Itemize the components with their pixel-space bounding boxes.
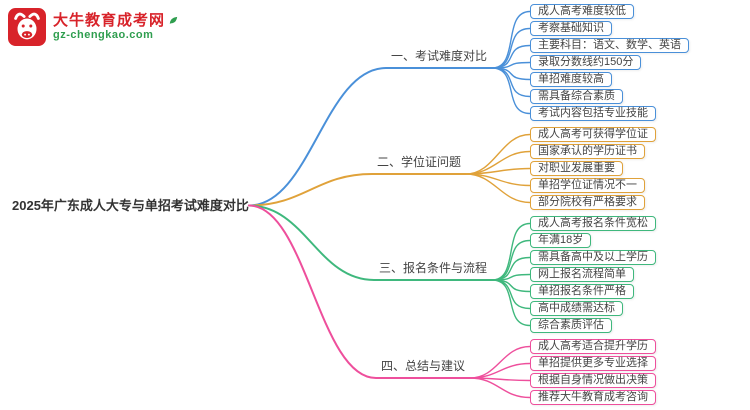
leaf-node: 网上报名流程简单	[530, 267, 634, 282]
site-logo: 大牛教育成考网 gz-chengkao.com	[8, 8, 179, 46]
logo-title-text: 大牛教育成考网	[53, 12, 166, 30]
leaf-icon	[169, 17, 178, 25]
leaf-node: 根据自身情况做出决策	[530, 373, 656, 388]
leaf-node: 单招提供更多专业选择	[530, 356, 656, 371]
leaf-node: 主要科目：语文、数学、英语	[530, 38, 689, 53]
bull-icon	[8, 8, 46, 46]
branch-label-2: 二、学位证问题	[372, 156, 467, 175]
mindmap-root-node: 2025年广东成人大专与单招考试难度对比	[12, 198, 249, 213]
logo-text: 大牛教育成考网 gz-chengkao.com	[53, 12, 179, 42]
branch-label-3: 三、报名条件与流程	[374, 262, 493, 281]
logo-domain: gz-chengkao.com	[53, 29, 154, 42]
leaf-node: 考察基础知识	[530, 21, 612, 36]
leaf-node: 年满18岁	[530, 233, 592, 248]
leaf-node: 国家承认的学历证书	[530, 144, 645, 159]
leaf-node: 成人高考适合提升学历	[530, 339, 656, 354]
leaf-node: 录取分数线约150分	[530, 55, 642, 70]
leaf-node: 单招报名条件严格	[530, 284, 634, 299]
leaf-node: 单招难度较高	[530, 72, 612, 87]
leaf-node: 成人高考可获得学位证	[530, 127, 656, 142]
leaf-node: 部分院校有严格要求	[530, 195, 645, 210]
leaf-node: 综合素质评估	[530, 318, 612, 333]
logo-title: 大牛教育成考网	[53, 12, 179, 29]
leaf-node: 考试内容包括专业技能	[530, 106, 656, 121]
leaf-node: 推荐大牛教育成考咨询	[530, 390, 656, 405]
leaf-node: 成人高考难度较低	[530, 4, 634, 19]
leaf-node: 需具备综合素质	[530, 89, 623, 104]
leaf-node: 高中成绩需达标	[530, 301, 623, 316]
leaf-node: 需具备高中及以上学历	[530, 250, 656, 265]
leaf-node: 单招学位证情况不一	[530, 178, 645, 193]
leaf-node: 对职业发展重要	[530, 161, 623, 176]
leaf-node: 成人高考报名条件宽松	[530, 216, 656, 231]
branch-label-1: 一、考试难度对比	[386, 50, 493, 69]
branch-label-4: 四、总结与建议	[376, 360, 471, 379]
